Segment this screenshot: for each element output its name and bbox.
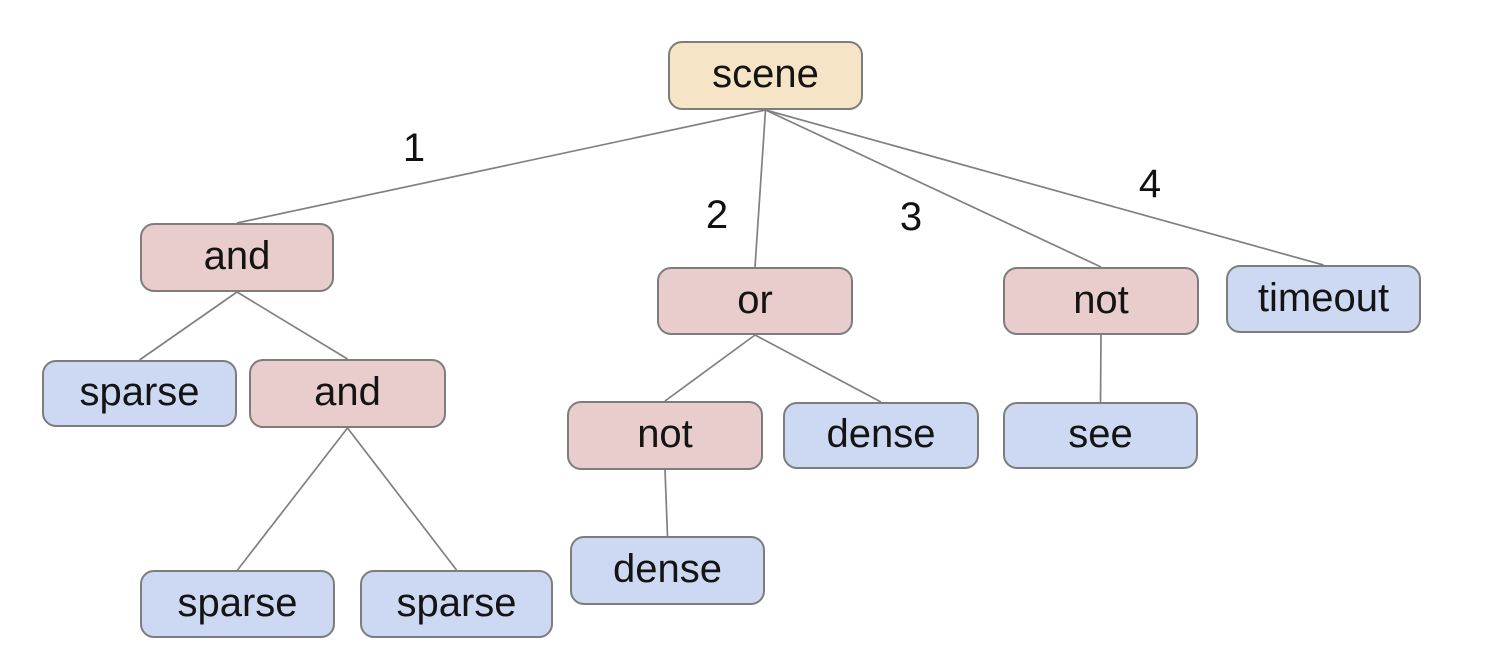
tree-edge-not2-dense2 bbox=[664, 469, 669, 537]
tree-node-sparse1[interactable]: sparse bbox=[42, 360, 237, 427]
tree-node-sparse2[interactable]: sparse bbox=[140, 570, 335, 638]
tree-edge-and1-sparse1 bbox=[139, 291, 238, 361]
tree-edge-or1-not2 bbox=[664, 334, 756, 402]
tree-node-dense1[interactable]: dense bbox=[783, 402, 979, 469]
tree-node-scene[interactable]: scene bbox=[668, 41, 863, 110]
tree-edge-and2-sparse2 bbox=[236, 427, 349, 571]
tree-node-see1[interactable]: see bbox=[1003, 402, 1198, 469]
tree-edge-or1-dense1 bbox=[754, 334, 882, 403]
tree-edge-scene-and1 bbox=[236, 109, 766, 224]
tree-edge-and2-sparse3 bbox=[346, 427, 458, 571]
tree-node-not2[interactable]: not bbox=[567, 401, 763, 470]
tree-node-dense2[interactable]: dense bbox=[570, 536, 765, 605]
tree-edge-scene-timeout1 bbox=[765, 109, 1324, 266]
tree-node-sparse3[interactable]: sparse bbox=[360, 570, 553, 638]
tree-node-and2[interactable]: and bbox=[249, 359, 446, 428]
tree-edge-scene-or1 bbox=[754, 109, 767, 268]
tree-node-not1[interactable]: not bbox=[1003, 267, 1199, 335]
tree-edge-scene-not1 bbox=[765, 109, 1102, 268]
tree-edge-not1-see1 bbox=[1099, 334, 1102, 403]
tree-node-or1[interactable]: or bbox=[657, 267, 853, 335]
tree-node-and1[interactable]: and bbox=[140, 223, 334, 292]
tree-edge-and1-and2 bbox=[236, 291, 348, 360]
tree-node-timeout1[interactable]: timeout bbox=[1226, 265, 1421, 333]
